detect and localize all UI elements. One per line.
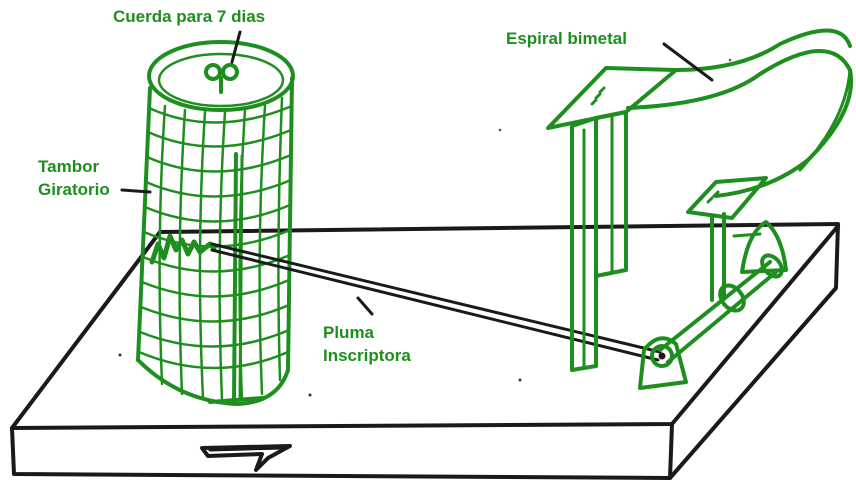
winding-key-icon [204,63,239,94]
leader-lines [120,30,714,316]
rotating-drum [136,40,295,406]
label-pluma-1: Pluma [323,323,375,342]
bimetal-spiral [546,28,853,302]
recorded-trace [149,233,217,265]
base-plate [10,58,840,480]
label-cuerda: Cuerda para 7 dias [113,7,265,26]
label-espiral: Espiral bimetal [506,29,627,48]
label-tambor-2: Giratorio [38,180,110,199]
label-pluma-2: Inscriptora [323,346,411,365]
base-latch [200,444,292,472]
label-tambor-1: Tambor [38,157,99,176]
pivot-shaft [638,220,788,390]
